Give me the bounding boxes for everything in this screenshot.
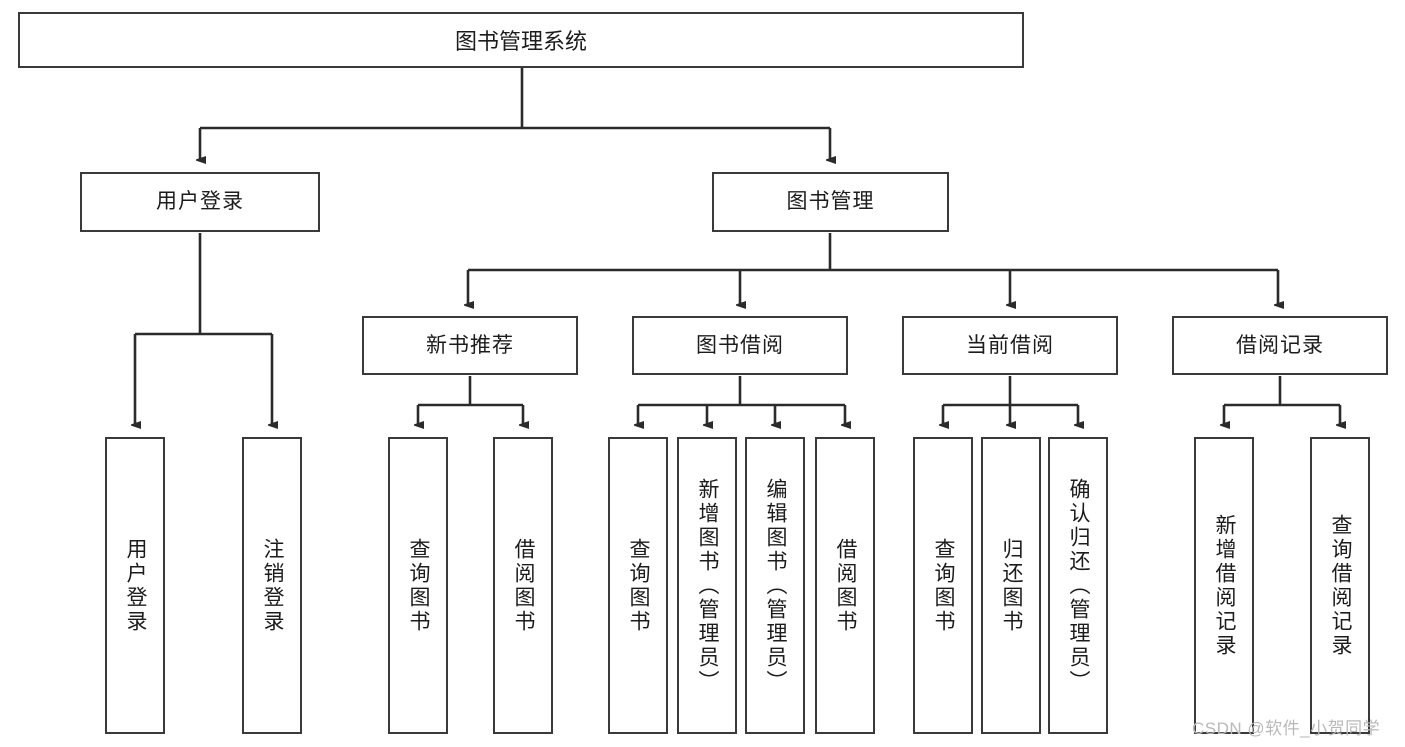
- node-leaf-add-book-label: 新增图书（管理员）: [696, 477, 720, 694]
- node-leaf-logout-login-label: 注销登录: [261, 537, 285, 634]
- node-current-borrow[interactable]: 当前借阅: [902, 316, 1118, 375]
- node-leaf-return-book[interactable]: 归还图书: [981, 437, 1041, 734]
- node-leaf-query-book-3[interactable]: 查询图书: [913, 437, 973, 734]
- watermark-text: CSDN @软件_小贺同学: [1192, 719, 1381, 738]
- node-leaf-query-book-1-label: 查询图书: [407, 537, 431, 634]
- node-user-login-label: 用户登录: [156, 190, 244, 214]
- node-leaf-user-login-label: 用户登录: [124, 537, 148, 634]
- node-leaf-query-record-label: 查询借阅记录: [1329, 513, 1353, 658]
- node-book-borrow[interactable]: 图书借阅: [632, 316, 848, 375]
- watermark: CSDN @软件_小贺同学: [1192, 714, 1380, 739]
- node-leaf-add-record[interactable]: 新增借阅记录: [1194, 437, 1254, 734]
- node-leaf-query-record[interactable]: 查询借阅记录: [1310, 437, 1370, 734]
- node-leaf-edit-book[interactable]: 编辑图书（管理员）: [745, 437, 805, 734]
- node-borrow-record-label: 借阅记录: [1236, 333, 1324, 357]
- node-leaf-edit-book-label: 编辑图书（管理员）: [764, 477, 788, 694]
- node-leaf-borrow-book-2-label: 借阅图书: [834, 537, 858, 634]
- node-current-borrow-label: 当前借阅: [966, 333, 1054, 357]
- node-book-manage[interactable]: 图书管理: [712, 172, 949, 232]
- node-leaf-add-record-label: 新增借阅记录: [1213, 513, 1237, 658]
- node-leaf-query-book-2-label: 查询图书: [627, 537, 651, 634]
- node-leaf-borrow-book-1[interactable]: 借阅图书: [493, 437, 553, 734]
- node-book-borrow-label: 图书借阅: [696, 333, 784, 357]
- node-leaf-confirm-return-label: 确认归还（管理员）: [1067, 477, 1091, 694]
- node-leaf-confirm-return[interactable]: 确认归还（管理员）: [1048, 437, 1108, 734]
- node-leaf-query-book-3-label: 查询图书: [932, 537, 956, 634]
- node-new-book-rec-label: 新书推荐: [426, 333, 514, 357]
- node-user-login[interactable]: 用户登录: [80, 172, 320, 232]
- node-leaf-borrow-book-1-label: 借阅图书: [512, 537, 536, 634]
- node-new-book-rec[interactable]: 新书推荐: [362, 316, 578, 375]
- node-leaf-query-book-1[interactable]: 查询图书: [388, 437, 448, 734]
- node-book-manage-label: 图书管理: [786, 190, 875, 214]
- node-borrow-record[interactable]: 借阅记录: [1172, 316, 1388, 375]
- node-leaf-user-login[interactable]: 用户登录: [105, 437, 165, 734]
- node-leaf-borrow-book-2[interactable]: 借阅图书: [815, 437, 875, 734]
- node-root-label: 图书管理系统: [454, 29, 587, 54]
- node-leaf-logout-login[interactable]: 注销登录: [242, 437, 302, 734]
- node-root[interactable]: 图书管理系统: [18, 12, 1024, 68]
- node-leaf-query-book-2[interactable]: 查询图书: [608, 437, 668, 734]
- node-leaf-add-book[interactable]: 新增图书（管理员）: [677, 437, 737, 734]
- node-leaf-return-book-label: 归还图书: [1000, 537, 1024, 634]
